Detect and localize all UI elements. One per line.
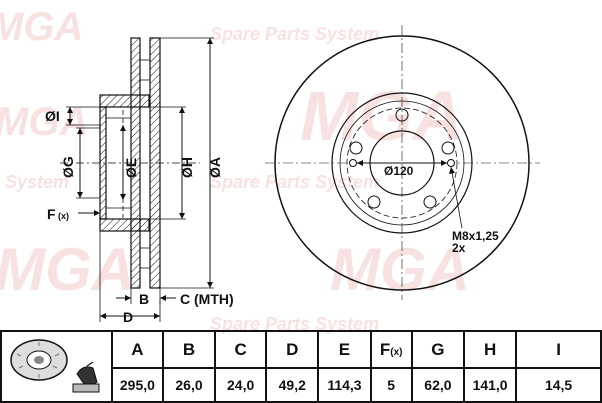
table-values-row: 295,0 26,0 24,0 49,2 114,3 5 62,0 141,0 …: [1, 367, 602, 403]
label-thread: M8x1,25: [452, 229, 499, 243]
label-a: ØA: [207, 157, 223, 178]
label-h: ØH: [179, 157, 195, 178]
label-f: F: [47, 206, 56, 222]
label-g: ØG: [60, 156, 76, 178]
label-c: C (MTH): [180, 291, 234, 307]
value-b: 26,0: [161, 367, 217, 403]
value-f: 5: [369, 367, 413, 403]
label-d: D: [123, 309, 133, 325]
label-i: ØI: [45, 108, 60, 124]
header-b: B: [161, 330, 217, 369]
header-g: G: [410, 330, 466, 369]
value-h: 141,0: [462, 367, 518, 403]
header-h: H: [462, 330, 518, 369]
spec-table: A B C D E F(x) G H I 295,0 26,0 24,0 49,…: [0, 330, 602, 403]
label-b: B: [139, 291, 149, 307]
label-pcd: Ø120: [384, 164, 414, 178]
front-view: Ø120 M8x1,25 2x: [265, 25, 540, 300]
value-e: 114,3: [317, 367, 372, 403]
disc-thumbnail: [0, 330, 113, 403]
label-thread-count: 2x: [452, 241, 466, 255]
brake-disc-drawing: ØI ØG ØE ØH ØA F (x): [45, 25, 540, 325]
header-d: D: [265, 330, 320, 369]
header-f: F(x): [369, 330, 413, 369]
value-c: 24,0: [214, 367, 268, 403]
disc-icon: [10, 339, 100, 393]
section-view: ØI ØG ØE ØH ØA F (x): [45, 37, 234, 325]
value-g: 62,0: [410, 367, 466, 403]
value-i: 14,5: [515, 367, 602, 403]
header-a: A: [110, 330, 164, 369]
value-a: 295,0: [110, 367, 164, 403]
label-f-sub: (x): [58, 211, 69, 221]
header-c: C: [214, 330, 268, 369]
value-d: 49,2: [265, 367, 320, 403]
label-e: ØE: [123, 158, 139, 178]
table-header-row: A B C D E F(x) G H I: [0, 330, 602, 403]
header-i: I: [515, 330, 602, 369]
header-e: E: [317, 330, 372, 369]
